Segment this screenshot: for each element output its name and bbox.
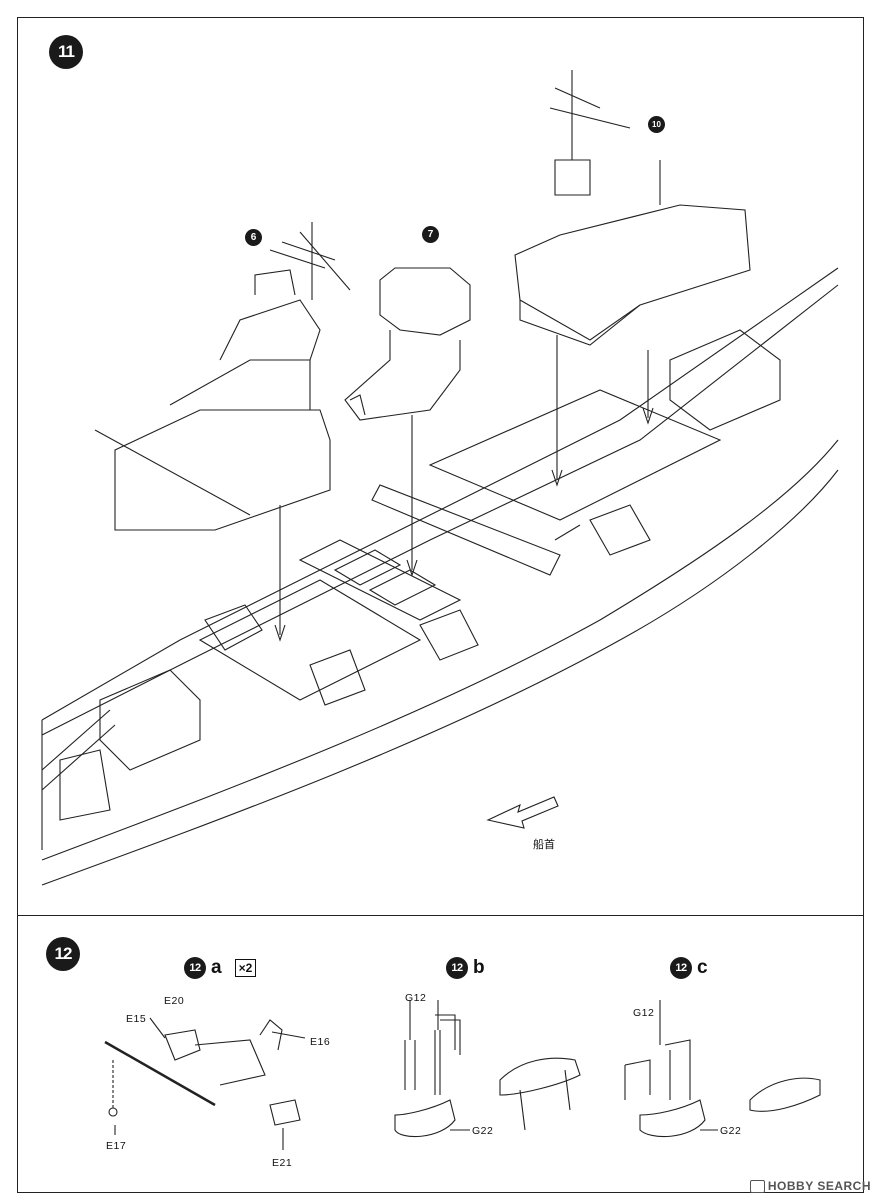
part-label-e16: E16 — [310, 1036, 331, 1048]
sub-assembly-ref-10: 10 — [648, 116, 665, 133]
step-12b-letter: b — [473, 957, 485, 978]
step-12-number: 12 — [46, 937, 80, 971]
bow-direction-label: 船首 — [533, 839, 555, 851]
sub-assembly-ref-7: 7 — [422, 226, 439, 243]
step-11-number: 11 — [49, 35, 83, 69]
step-12a-multiplier: ×2 — [234, 959, 257, 977]
watermark-text: HOBBY SEARCH — [767, 1179, 871, 1193]
step-12a-letter: a — [211, 957, 222, 978]
part-label-g12-c: G12 — [633, 1007, 655, 1019]
section-divider — [17, 915, 864, 916]
step-12c-heading: 12 c — [670, 957, 708, 979]
watermark-logo-icon — [749, 1179, 765, 1193]
step-12c-letter: c — [697, 957, 708, 978]
step-12b-circle: 12 — [446, 957, 468, 979]
part-label-e20: E20 — [164, 995, 185, 1007]
step-12b-heading: 12 b — [446, 957, 485, 979]
step-12a-circle: 12 — [184, 957, 206, 979]
part-label-e21: E21 — [272, 1157, 293, 1169]
part-label-e15: E15 — [126, 1013, 147, 1025]
sub-assembly-ref-6: 6 — [245, 229, 262, 246]
watermark: HOBBY SEARCH — [749, 1179, 871, 1193]
part-label-g22-b: G22 — [472, 1125, 494, 1137]
step-12a-heading: 12 a ×2 — [184, 957, 257, 979]
part-label-e17: E17 — [106, 1140, 127, 1152]
page-frame — [17, 17, 864, 1193]
part-label-g12-b: G12 — [405, 992, 427, 1004]
step-12c-circle: 12 — [670, 957, 692, 979]
part-label-g22-c: G22 — [720, 1125, 742, 1137]
